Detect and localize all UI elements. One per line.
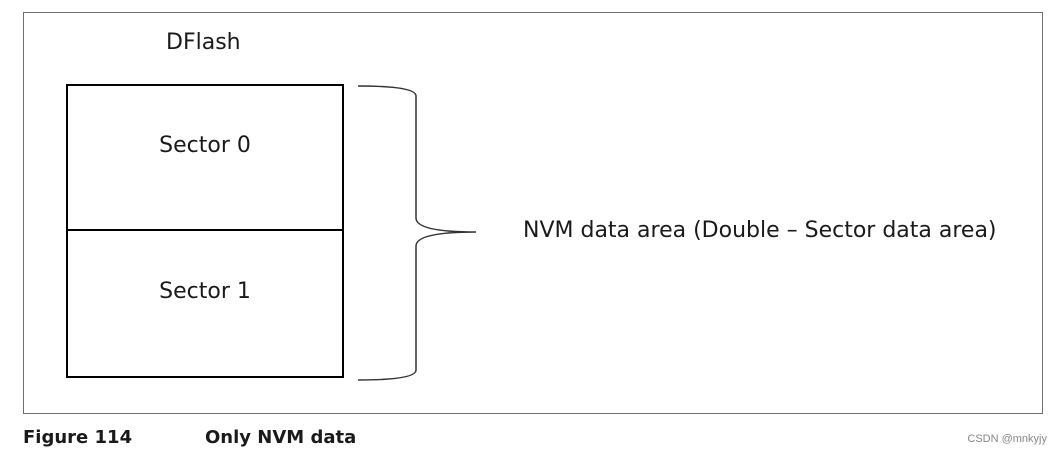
sector-0-block: Sector 0 (68, 86, 342, 231)
nvm-data-area-label: NVM data area (Double – Sector data area… (523, 218, 997, 243)
sector-1-label: Sector 1 (159, 279, 251, 304)
sector-1-block: Sector 1 (68, 231, 342, 376)
figure-frame (23, 12, 1043, 414)
figure-title: Only NVM data (205, 427, 357, 448)
sector-stack: Sector 0 Sector 1 (66, 84, 344, 378)
right-curly-brace (357, 85, 477, 381)
watermark-text: CSDN @mnkyjy (967, 433, 1047, 445)
figure-number: Figure 114 (23, 427, 133, 448)
dflash-title: DFlash (166, 30, 241, 55)
sector-0-label: Sector 0 (159, 133, 251, 158)
